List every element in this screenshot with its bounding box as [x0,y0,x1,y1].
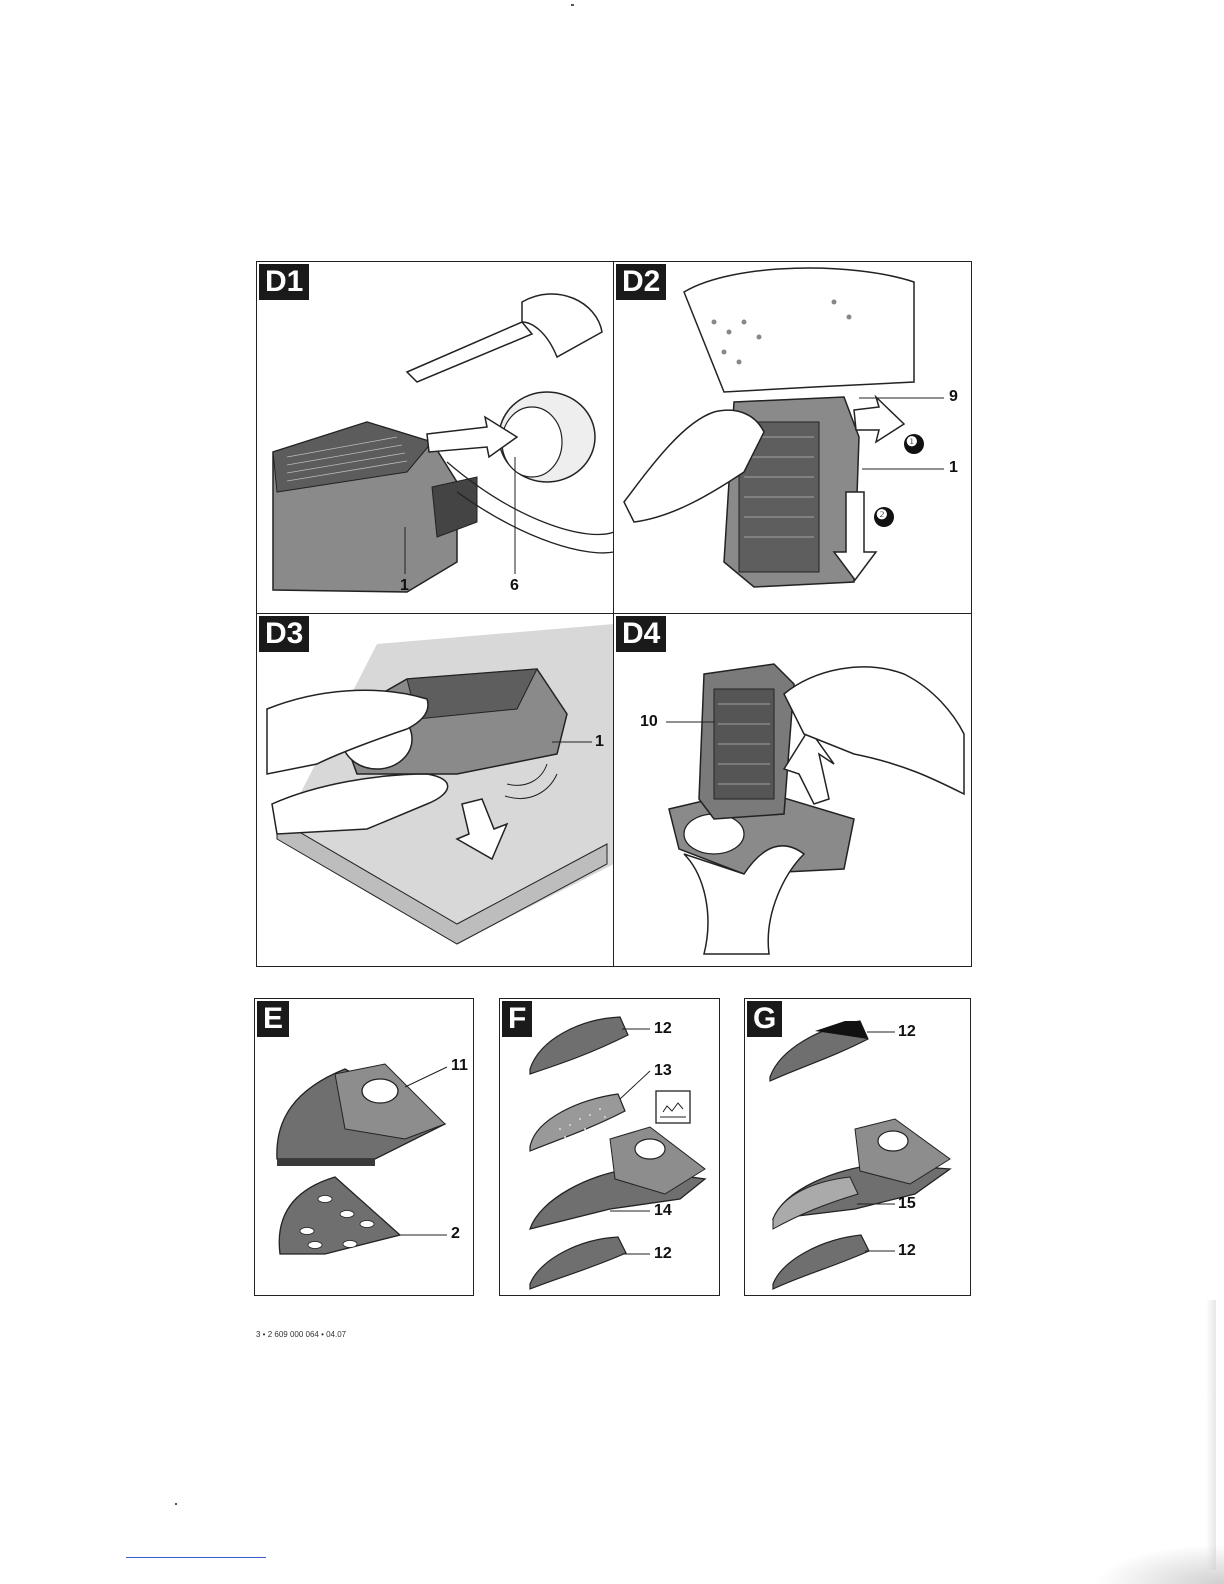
dust-box-tapping-illustration [257,614,614,966]
scan-underline [126,1557,266,1558]
callout-12: 12 [898,1242,916,1260]
document-code: 3 • 2 609 000 064 • 04.07 [256,1330,346,1339]
figure-d2: D2 9 1 ❶ ❷ [613,261,972,615]
scan-corner-shadow [1094,1544,1224,1584]
callout-9: 9 [949,388,958,406]
dust-box-connection-illustration [257,262,614,614]
step-1-marker: ❶ [906,434,918,450]
callout-10: 10 [640,713,658,731]
callout-1: 1 [949,459,958,477]
callout-15: 15 [898,1195,916,1213]
grit-sheet-replacement-illustration [745,999,970,1295]
callout-1: 1 [595,733,604,751]
filter-removal-illustration [614,614,971,966]
scan-dot [175,1503,177,1505]
figure-e: E 11 2 [254,998,474,1296]
figure-f: F 12 13 14 12 [499,998,720,1296]
callout-2: 2 [451,1225,460,1243]
figure-g: G 12 15 12 [744,998,971,1296]
figure-d4: D4 10 [613,613,972,967]
figure-d1: D1 1 6 [256,261,615,615]
sanding-plate-attachment-illustration [255,999,473,1295]
scan-edge-shadow [1206,1300,1216,1570]
scan-dot [571,4,574,6]
callout-12: 12 [654,1020,672,1038]
callout-1: 1 [400,577,409,595]
step-2-marker: ❷ [876,507,888,523]
callout-12: 12 [654,1245,672,1263]
finger-attachment-illustration [500,999,719,1295]
callout-11: 11 [451,1057,468,1075]
callout-12: 12 [898,1023,916,1041]
callout-13: 13 [654,1062,672,1080]
figure-d3: D3 1 [256,613,615,967]
callout-6: 6 [510,577,519,595]
callout-14: 14 [654,1202,672,1220]
